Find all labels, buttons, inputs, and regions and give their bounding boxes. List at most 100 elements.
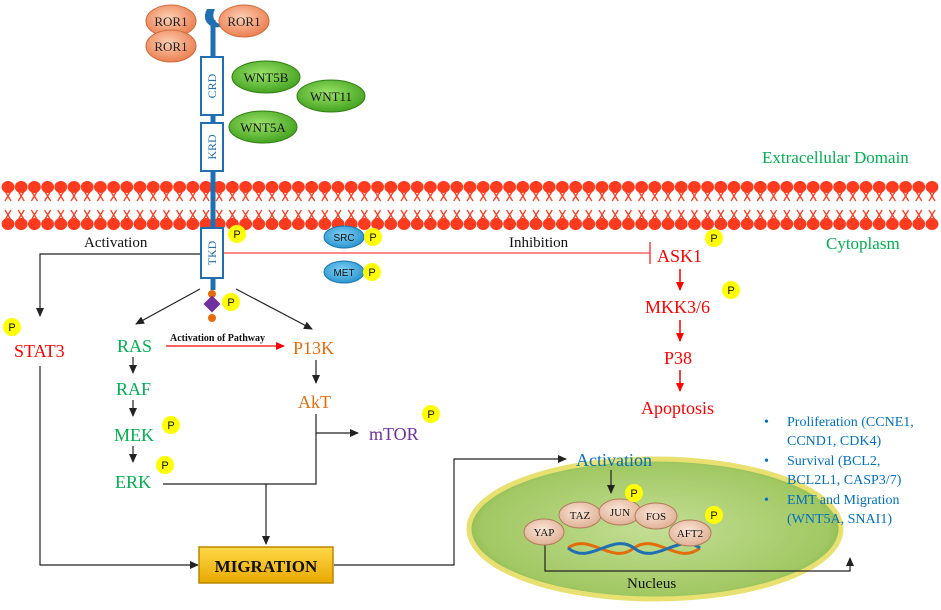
lipid-tail (651, 191, 659, 202)
lipid-head (674, 181, 688, 193)
ras-node: RAS (117, 336, 152, 356)
jun-label: JUN (610, 507, 630, 519)
lipid-tail (717, 209, 725, 220)
lipid-tail (334, 191, 342, 202)
lipid-head (186, 218, 200, 230)
lipid-head (556, 218, 569, 230)
bullet-icon: • (764, 454, 769, 469)
lipid-head (146, 181, 160, 193)
lipid-head (912, 181, 926, 193)
lipid-tail (466, 209, 474, 220)
lipid-tail (374, 191, 382, 202)
lipid-head (305, 181, 318, 193)
ask1-node: ASK1 (657, 246, 702, 266)
lipid-head (912, 218, 926, 230)
lipid-head (54, 218, 68, 230)
lipid-head (648, 181, 662, 193)
lipid-tail (690, 209, 698, 220)
wnt11-label: WNT11 (310, 89, 352, 104)
lipid-head (648, 218, 662, 230)
activation-label: Activation (84, 235, 148, 251)
lipid-head (463, 218, 477, 230)
lipid-tail (809, 191, 817, 202)
lipid-tail (242, 209, 250, 220)
lipid-tail (228, 191, 236, 202)
lipid-tail (902, 209, 910, 220)
lipid-head (186, 181, 200, 193)
lipid-tail (730, 209, 738, 220)
lipid-head (384, 218, 398, 230)
lipid-tail (572, 191, 580, 202)
lipid-tail (519, 209, 527, 220)
lipid-tail (915, 209, 923, 220)
phospho-badge: P (625, 484, 643, 502)
lipid-head (305, 218, 318, 230)
lipid-tail (545, 191, 553, 202)
mkk36-node: MKK3/6 (645, 297, 710, 317)
lipid-tail (783, 209, 791, 220)
lipid-head (529, 181, 543, 193)
lipid-head (780, 181, 794, 193)
lipid-tail (743, 191, 751, 202)
lipid-head (529, 218, 543, 230)
lipid-tail (453, 191, 461, 202)
lipid-head (133, 181, 147, 193)
lipid-tail (268, 209, 276, 220)
lipid-tail (123, 209, 131, 220)
lipid-tail (704, 209, 712, 220)
lipid-tail (374, 209, 382, 220)
lipid-tail (228, 209, 236, 220)
lipid-tail (888, 191, 896, 202)
lipid-tail (756, 209, 764, 220)
phospho-badge: P (222, 293, 240, 311)
lipid-head (806, 218, 820, 230)
lipid-tail (453, 209, 461, 220)
lipid-tail (30, 191, 38, 202)
lipid-head (661, 181, 675, 193)
lipid-tail (902, 191, 910, 202)
crd-domain-label: CRD (205, 73, 219, 98)
lipid-head (41, 218, 54, 230)
lipid-tail (57, 191, 65, 202)
lipid-tail (189, 209, 197, 220)
lipid-tail (30, 209, 38, 220)
aft2-label: AFT2 (677, 528, 703, 540)
lipid-head (410, 181, 424, 193)
lipid-tail (202, 209, 210, 220)
lipid-head (384, 181, 398, 193)
phospho-badge: P (156, 456, 174, 474)
lipid-head (14, 218, 28, 230)
lipid-tail (334, 209, 342, 220)
lipid-head (833, 218, 846, 230)
lipid-head (516, 181, 530, 193)
lipid-tail (321, 191, 329, 202)
lipid-tail (928, 209, 936, 220)
lipid-head (793, 218, 807, 230)
lipid-tail (822, 191, 830, 202)
lipid-head (146, 218, 160, 230)
crd-domain-box (200, 56, 224, 116)
lipid-tail (294, 209, 302, 220)
lipid-head (239, 181, 253, 193)
lipid-head (292, 181, 305, 193)
outcome-line-5: EMT and Migration (787, 493, 900, 508)
phospho-badge: P (228, 225, 246, 243)
activation-of-pathway-label: Activation of Pathway (170, 333, 265, 344)
lipid-tail (123, 191, 131, 202)
phospho-badge: P (3, 318, 21, 336)
phospho-badge: P (162, 416, 180, 434)
lipid-head (67, 218, 81, 230)
lipid-tail (822, 209, 830, 220)
lipid-head (173, 218, 187, 230)
lipid-head (490, 181, 503, 193)
svg-text:P: P (227, 297, 234, 309)
lipid-head (595, 218, 609, 230)
svg-text:P: P (368, 267, 375, 279)
p38-node: P38 (664, 348, 692, 368)
lipid-tail (44, 209, 52, 220)
lipid-tail (96, 209, 104, 220)
ror1-complex: ROR1 ROR1 ROR1 (145, 4, 270, 63)
phospho-badge: P (364, 228, 382, 246)
lipid-tail (413, 191, 421, 202)
lipid-head (595, 181, 609, 193)
